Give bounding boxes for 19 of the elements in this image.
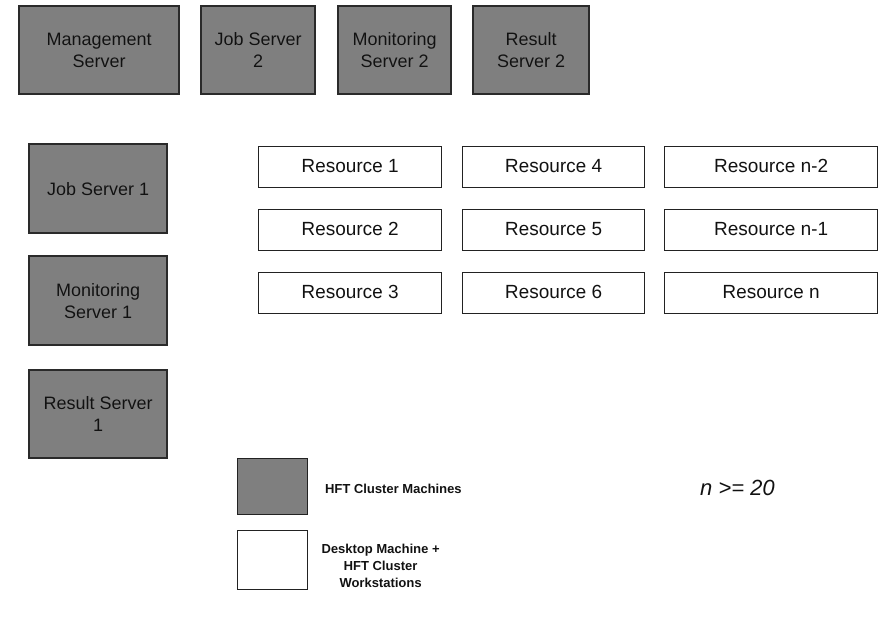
note-text: n >= 20 (700, 475, 775, 501)
resource-box: Resource 6 (462, 272, 645, 314)
resource-box: Resource n-2 (664, 146, 878, 188)
resource-box: Resource 5 (462, 209, 645, 251)
resource-box: Resource 2 (258, 209, 442, 251)
resource-box: Resource 3 (258, 272, 442, 314)
server-box: Monitoring Server 2 (337, 5, 452, 95)
server-box: Result Server 2 (472, 5, 590, 95)
server-box: Job Server 1 (28, 143, 168, 234)
server-box: Job Server 2 (200, 5, 316, 95)
resource-box: Resource 1 (258, 146, 442, 188)
legend-text: HFT Cluster Machines (325, 480, 463, 497)
legend-text: Desktop Machine + HFT Cluster Workstations (320, 540, 441, 591)
resource-box: Resource 4 (462, 146, 645, 188)
resource-box: Resource n-1 (664, 209, 878, 251)
server-box: Result Server 1 (28, 369, 168, 459)
server-box: Management Server (18, 5, 180, 95)
server-box: Monitoring Server 1 (28, 255, 168, 346)
resource-box: Resource n (664, 272, 878, 314)
